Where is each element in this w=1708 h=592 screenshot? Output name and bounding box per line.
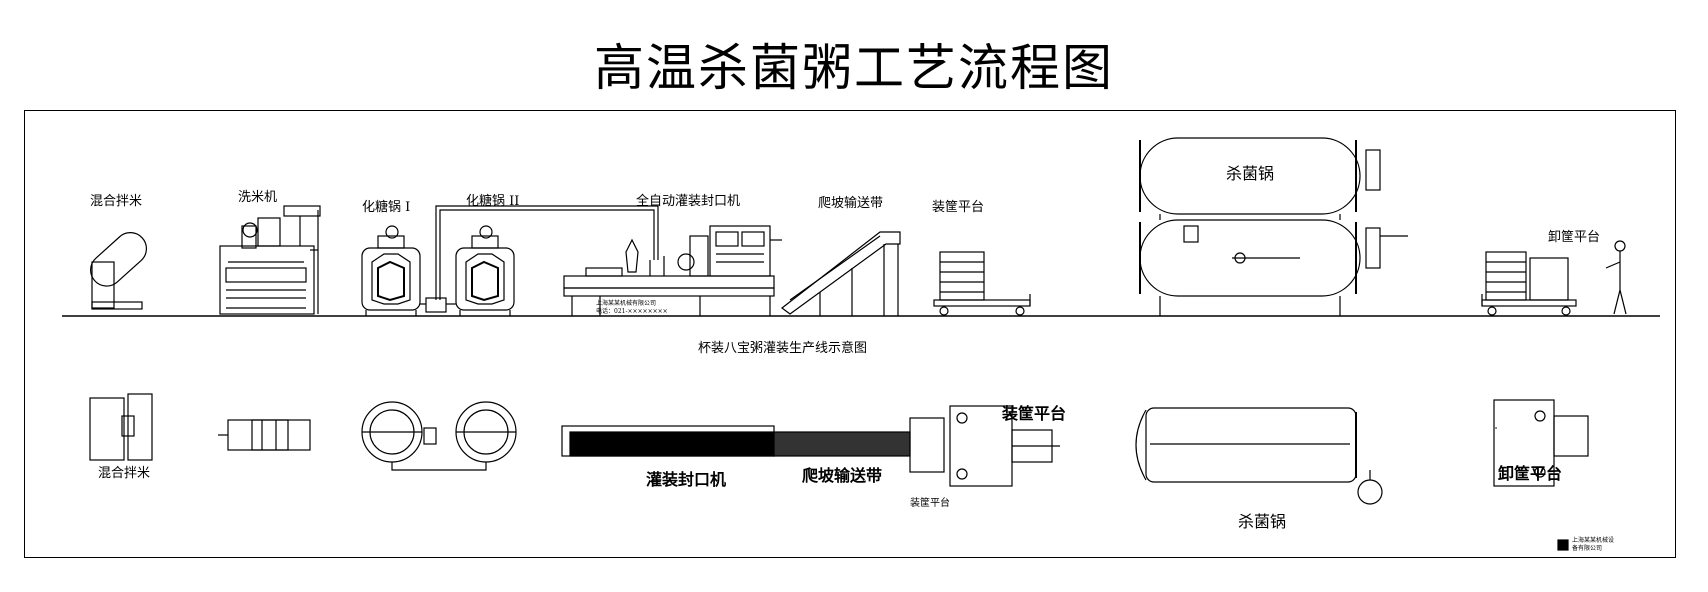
label-sugar-pot-1: 化糖锅 I [362, 200, 411, 215]
plan-label-filler-sealer: 灌装封口机 [646, 470, 727, 489]
label-sterilizer: 杀菌锅 [1226, 164, 1275, 183]
plan-label-mixing: 混合拌米 [98, 466, 151, 481]
sterilizer-plan [1135, 407, 1383, 505]
label-unloading-platform: 卸筐平台 [1548, 230, 1601, 245]
plan-label-loading-platform-large: 装筐平台 [1002, 404, 1067, 423]
unloading-platform-plan [1493, 399, 1589, 487]
plan-label-sterilizer: 杀菌锅 [1238, 512, 1287, 531]
company-logo-mark [1557, 539, 1569, 551]
plan-label-loading-platform-small: 装筐平台 [910, 498, 950, 509]
machine-company-text: 上海某某机械有限公司 [596, 300, 657, 307]
sugar-pots-plan [361, 401, 517, 471]
drawing-frame [24, 110, 1676, 558]
unloading-platform-elevation [1481, 240, 1627, 316]
filler-plan [561, 425, 775, 457]
sugar-pot-1-elevation [361, 225, 421, 316]
sugar-pot-2-elevation [455, 225, 515, 316]
company-logo-line1: 上海某某机械设 [1572, 537, 1615, 544]
rice-washer-elevation [219, 205, 321, 315]
plan-label-incline-conveyor: 爬坡输送带 [802, 466, 883, 485]
company-logo-line2: 备有限公司 [1572, 545, 1603, 552]
sterilizer-elevation [1139, 137, 1408, 316]
plan-label-unloading-platform: 卸筐平台 [1498, 464, 1563, 483]
incline-conveyor-elevation [781, 231, 901, 316]
machine-phone-text: 电话：021-×××××××× [596, 308, 668, 315]
rice-washer-plan [218, 419, 311, 451]
label-loading-platform: 装筐平台 [932, 200, 985, 215]
mixer-elevation [90, 232, 148, 310]
loading-platform-elevation [933, 251, 1031, 316]
production-line-caption: 杯装八宝粥灌装生产线示意图 [698, 341, 868, 356]
label-filler-sealer: 全自动灌装封口机 [636, 194, 741, 209]
loading-platform-plan [949, 405, 1060, 487]
mixer-plan [89, 393, 153, 461]
label-rice-washer: 洗米机 [238, 190, 278, 205]
label-incline-conveyor: 爬坡输送带 [818, 196, 884, 211]
sugar-pipe [420, 205, 659, 313]
diagram-title: 高温杀菌粥工艺流程图 [594, 39, 1114, 97]
label-mixing: 混合拌米 [90, 194, 143, 209]
filler-sealer-elevation [563, 225, 782, 316]
conveyor-plan [773, 417, 945, 473]
label-sugar-pot-2: 化糖锅 II [466, 194, 520, 209]
